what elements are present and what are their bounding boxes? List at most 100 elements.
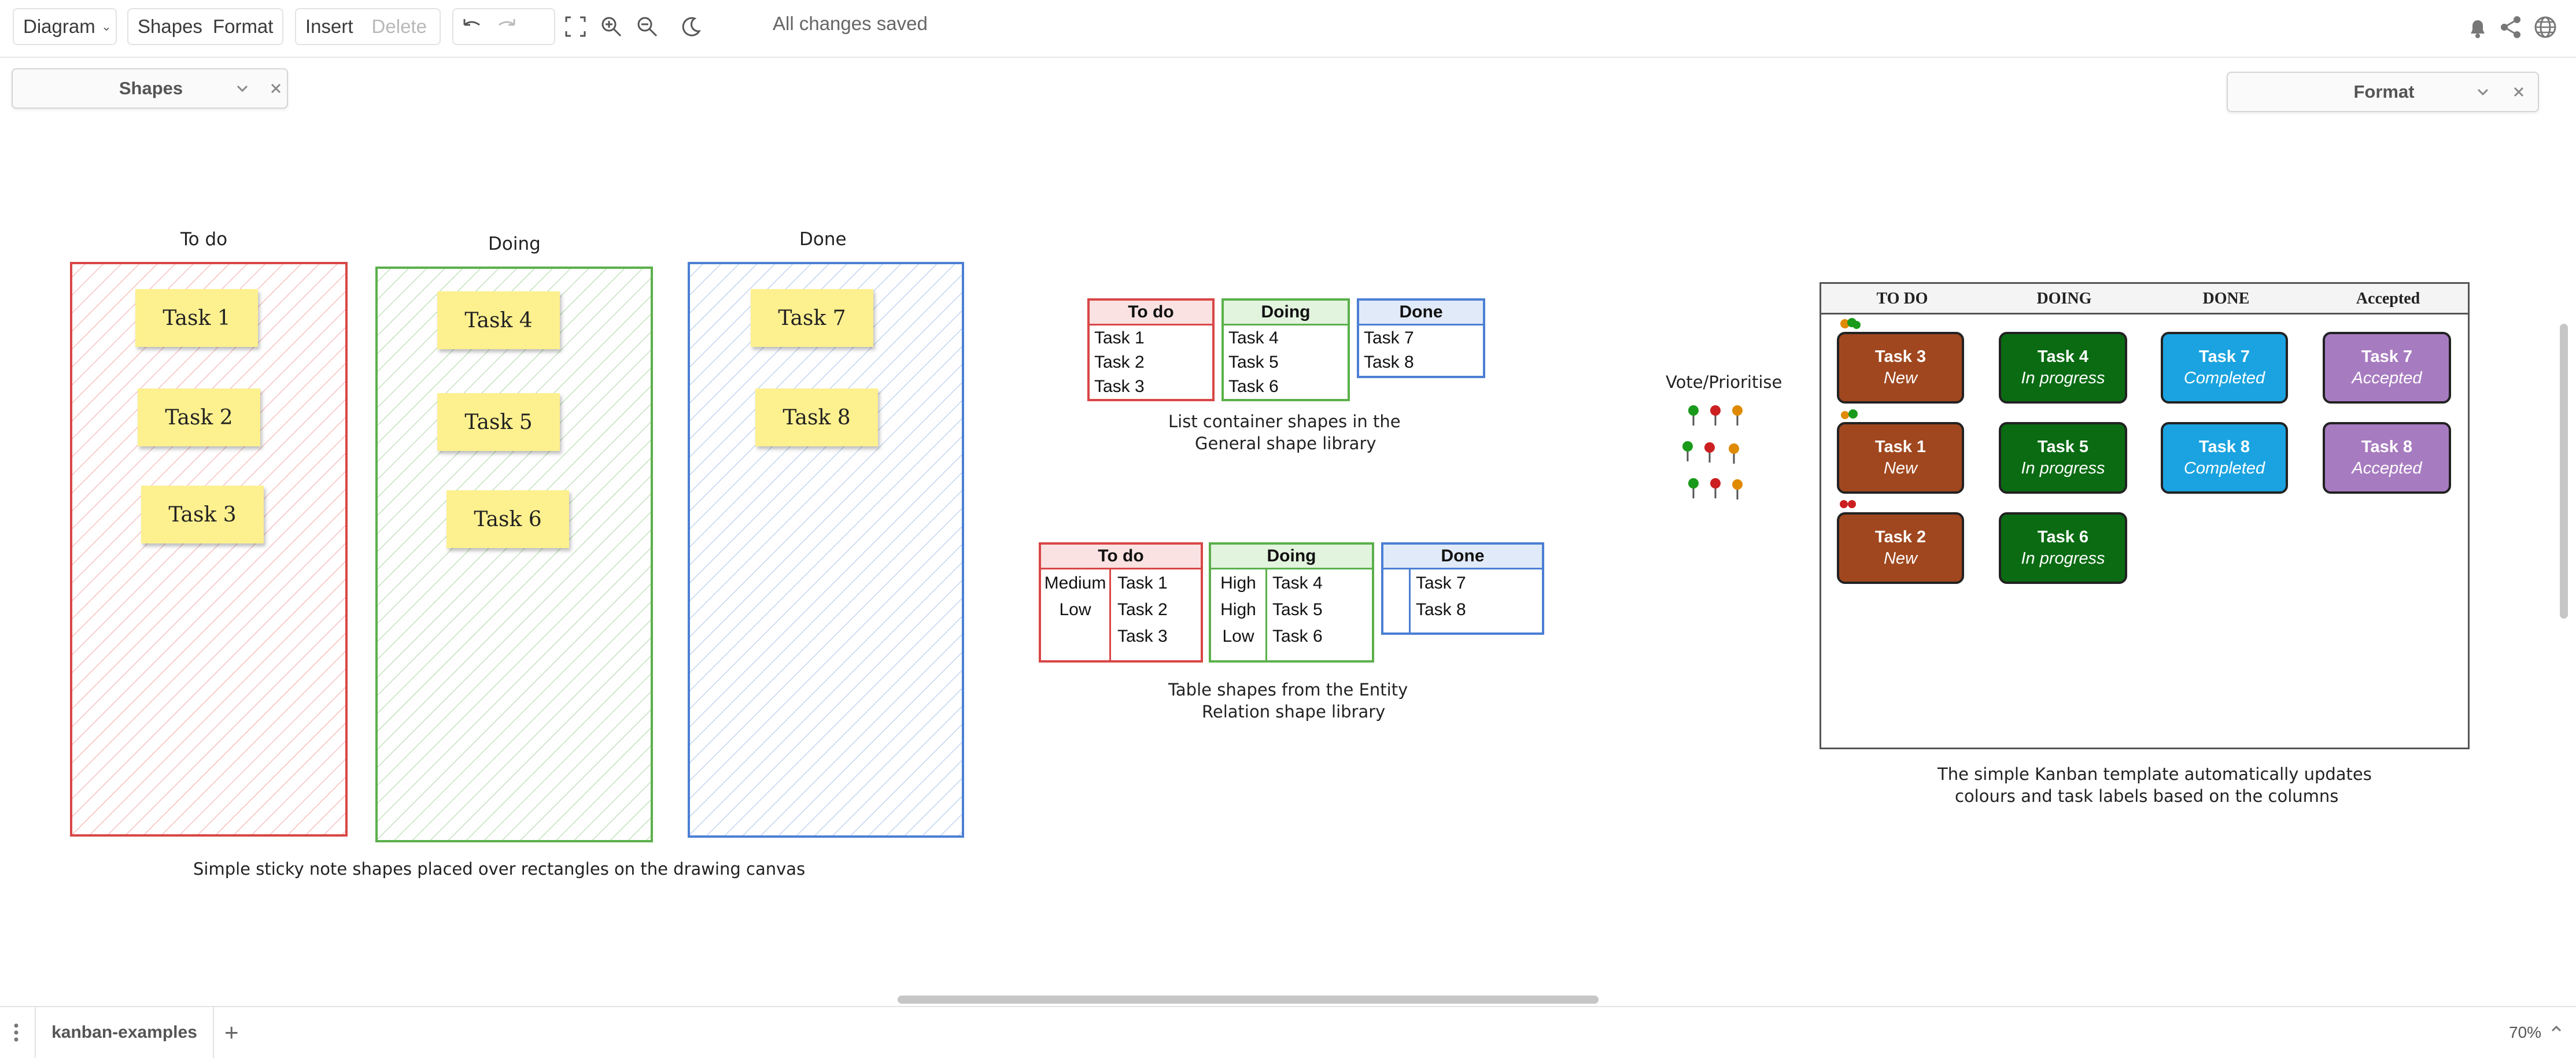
list-container-header: To do	[1090, 301, 1212, 325]
card-task: Task 1	[1874, 438, 1927, 456]
card-status: New	[1883, 549, 1917, 568]
list-container-doing[interactable]: Doing Task 4 Task 5 Task 6	[1221, 298, 1350, 401]
card-task: Task 7	[2198, 347, 2250, 366]
collapse-chevron-icon[interactable]	[2472, 81, 2494, 103]
notification-bell-icon[interactable]	[2467, 16, 2488, 42]
table-task-cell[interactable]: Task 7	[1416, 574, 1466, 593]
drawing-canvas[interactable]: To do Doing Done Task 1 Task 2 Task 3 Ta…	[0, 58, 2576, 994]
list-item[interactable]: Task 6	[1228, 377, 1279, 396]
table-task-cell[interactable]: Task 3	[1117, 627, 1168, 646]
sticky-note[interactable]: Task 2	[138, 389, 260, 446]
list-item[interactable]: Task 4	[1228, 328, 1279, 347]
close-icon[interactable]	[265, 77, 287, 99]
pin-icon	[1732, 479, 1743, 500]
tables-caption: Table shapes from the Entity	[1168, 680, 1408, 700]
pin-icon	[1710, 405, 1721, 426]
horizontal-scrollbar[interactable]	[898, 996, 1599, 1004]
table-todo[interactable]: To do Medium Low Task 1 Task 2 Task 3	[1039, 542, 1203, 663]
zoom-level[interactable]: 70%	[2509, 1023, 2542, 1041]
list-item[interactable]: Task 2	[1094, 353, 1145, 372]
delete-button[interactable]: Delete	[371, 16, 427, 37]
sticky-note[interactable]: Task 4	[437, 291, 560, 349]
zoom-in-icon[interactable]	[593, 8, 629, 45]
kanban-card[interactable]: Task 2 New	[1837, 512, 1964, 584]
zoom-out-icon[interactable]	[629, 8, 665, 45]
add-page-icon[interactable]: +	[224, 1019, 239, 1046]
close-icon[interactable]	[2508, 81, 2530, 103]
fit-page-icon[interactable]	[558, 8, 593, 45]
kanban-header-row	[1821, 284, 2468, 315]
kanban-caption: colours and task labels based on the col…	[1955, 786, 2339, 806]
table-header: Done	[1383, 545, 1542, 569]
table-doing[interactable]: Doing High High Low Task 4 Task 5 Task 6	[1209, 542, 1374, 663]
insert-button[interactable]: Insert	[305, 16, 353, 37]
list-item[interactable]: Task 5	[1228, 353, 1279, 372]
sticky-note[interactable]: Task 7	[751, 289, 873, 347]
list-container-todo[interactable]: To do Task 1 Task 2 Task 3	[1087, 298, 1215, 401]
diagram-menu-label: Diagram	[23, 16, 95, 37]
kanban-card[interactable]: Task 8 Accepted	[2323, 422, 2451, 494]
list-container-done[interactable]: Done Task 7 Task 8	[1357, 298, 1485, 378]
format-panel[interactable]: Format	[2227, 72, 2539, 112]
table-priority-cell[interactable]: High	[1220, 600, 1256, 619]
list-item[interactable]: Task 1	[1094, 328, 1145, 347]
edit-group: Insert Delete	[295, 8, 441, 45]
table-task-cell[interactable]: Task 8	[1416, 600, 1466, 619]
shapes-panel[interactable]: Shapes	[12, 68, 288, 109]
table-priority-cell[interactable]: Low	[1222, 627, 1254, 646]
card-task: Task 8	[2198, 438, 2250, 456]
table-task-cell[interactable]: Task 5	[1272, 600, 1323, 619]
table-done[interactable]: Done Task 7 Task 8	[1381, 542, 1544, 635]
table-task-cell[interactable]: Task 6	[1272, 627, 1323, 646]
tables-caption: Relation shape library	[1202, 702, 1386, 722]
sticky-note[interactable]: Task 6	[446, 490, 569, 548]
language-globe-icon[interactable]	[2533, 15, 2557, 42]
list-item[interactable]: Task 7	[1364, 328, 1414, 347]
table-task-cell[interactable]: Task 4	[1272, 574, 1323, 593]
todo-column-rect[interactable]	[69, 261, 350, 839]
card-task: Task 2	[1874, 528, 1927, 546]
sticky-note[interactable]: Task 3	[141, 486, 264, 543]
table-priority-cell[interactable]: Low	[1059, 600, 1091, 619]
vote-label: Vote/Prioritise	[1666, 372, 1782, 392]
undo-icon[interactable]	[453, 9, 489, 44]
table-priority-cell[interactable]: High	[1220, 574, 1256, 593]
doing-column-rect[interactable]	[375, 266, 656, 844]
card-status: New	[1883, 369, 1917, 387]
page-tab[interactable]: kanban-examples	[35, 1007, 214, 1058]
format-toggle-button[interactable]: Format	[212, 16, 274, 37]
share-icon[interactable]	[2500, 15, 2523, 42]
shapes-toggle-button[interactable]: Shapes	[138, 16, 202, 37]
redo-icon[interactable]	[489, 9, 525, 44]
collapse-chevron-icon[interactable]	[231, 77, 253, 99]
sticky-note[interactable]: Task 1	[135, 289, 258, 347]
sticky-board-caption: Simple sticky note shapes placed over re…	[193, 859, 806, 879]
kanban-header: DOING	[2036, 290, 2092, 308]
table-task-cell[interactable]: Task 1	[1117, 574, 1168, 593]
vertical-scrollbar[interactable]	[2560, 324, 2568, 619]
done-column-rect[interactable]	[687, 261, 967, 839]
save-status: All changes saved	[773, 13, 928, 34]
table-priority-cell[interactable]: Medium	[1044, 574, 1106, 593]
card-task: Task 7	[2361, 347, 2413, 366]
card-task: Task 8	[2361, 438, 2413, 456]
sticky-note[interactable]: Task 8	[755, 389, 878, 446]
card-status: Accepted	[2352, 459, 2422, 478]
diagram-menu[interactable]: Diagram ⌄	[13, 8, 117, 45]
dark-mode-icon[interactable]	[673, 8, 709, 45]
table-task-cell[interactable]: Task 2	[1117, 600, 1168, 619]
vote-pins[interactable]	[1680, 404, 1755, 508]
chevron-up-icon[interactable]	[2551, 1024, 2562, 1035]
list-item[interactable]: Task 3	[1094, 377, 1145, 396]
sticky-note[interactable]: Task 5	[437, 393, 560, 451]
list-item[interactable]: Task 8	[1364, 353, 1414, 372]
page-menu-icon[interactable]	[13, 1022, 20, 1046]
